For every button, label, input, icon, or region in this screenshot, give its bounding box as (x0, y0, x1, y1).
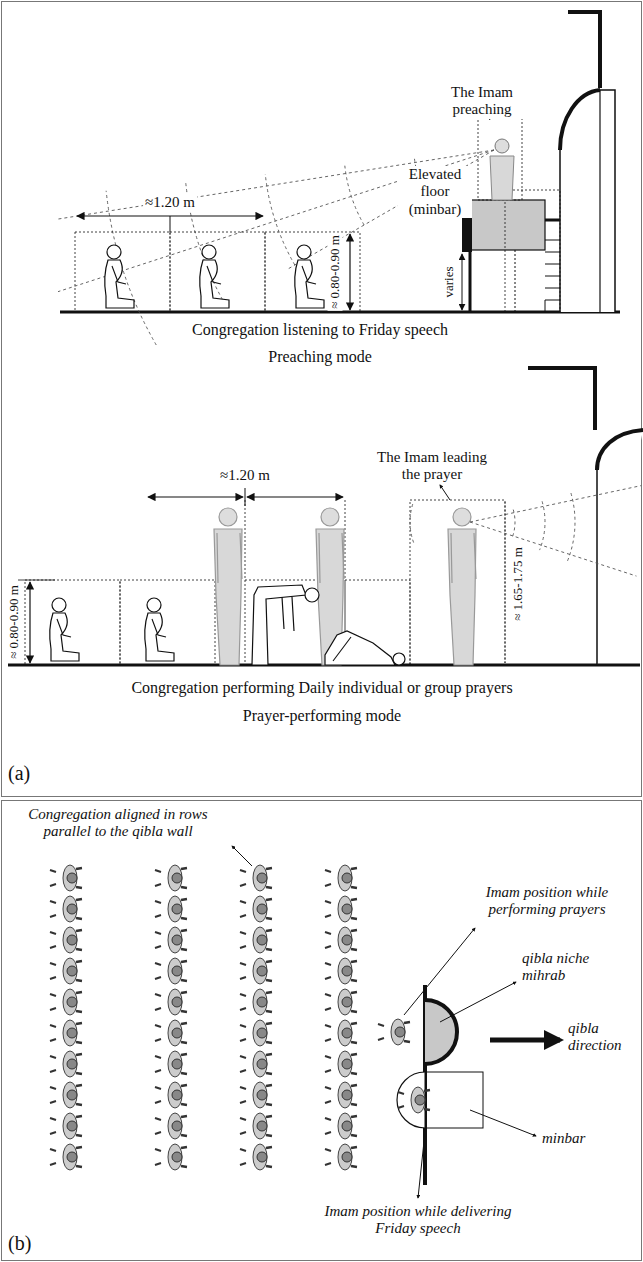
plan-label: qibla niche mihrab (520, 950, 614, 985)
dimension: ≈ 0.80-0.90 m (7, 583, 22, 661)
imam-label: The Imam leading the prayer (375, 449, 489, 484)
plan-label: minbar (540, 1130, 587, 1147)
panel-label: (b) (6, 1232, 33, 1255)
mode-caption: Congregation listening to Friday speech (190, 321, 450, 339)
plan-label: Congregation aligned in rows parallel to… (16, 806, 220, 841)
mode-title: Preaching mode (266, 348, 374, 366)
mode-title: Prayer-performing mode (241, 707, 403, 725)
plan-label: Imam position while performing prayers (460, 884, 634, 919)
dimension: varies (442, 264, 457, 299)
dimension: ≈1.20 m (143, 194, 197, 211)
mode-caption: Congregation performing Daily individual… (129, 679, 514, 697)
plan-label: Imam position while delivering Friday sp… (306, 1203, 530, 1238)
plan-label: qibla direction (566, 1020, 632, 1055)
dimension: ≈1.20 m (218, 467, 272, 484)
dimension: ≈ 0.80-0.90 m (328, 233, 343, 311)
imam-label: The Imam preaching (440, 84, 524, 119)
dimension: ≈ 1.65-1.75 m (511, 545, 526, 623)
panel-label: (a) (6, 762, 32, 785)
minbar-label: Elevated floor (minbar) (398, 166, 472, 218)
